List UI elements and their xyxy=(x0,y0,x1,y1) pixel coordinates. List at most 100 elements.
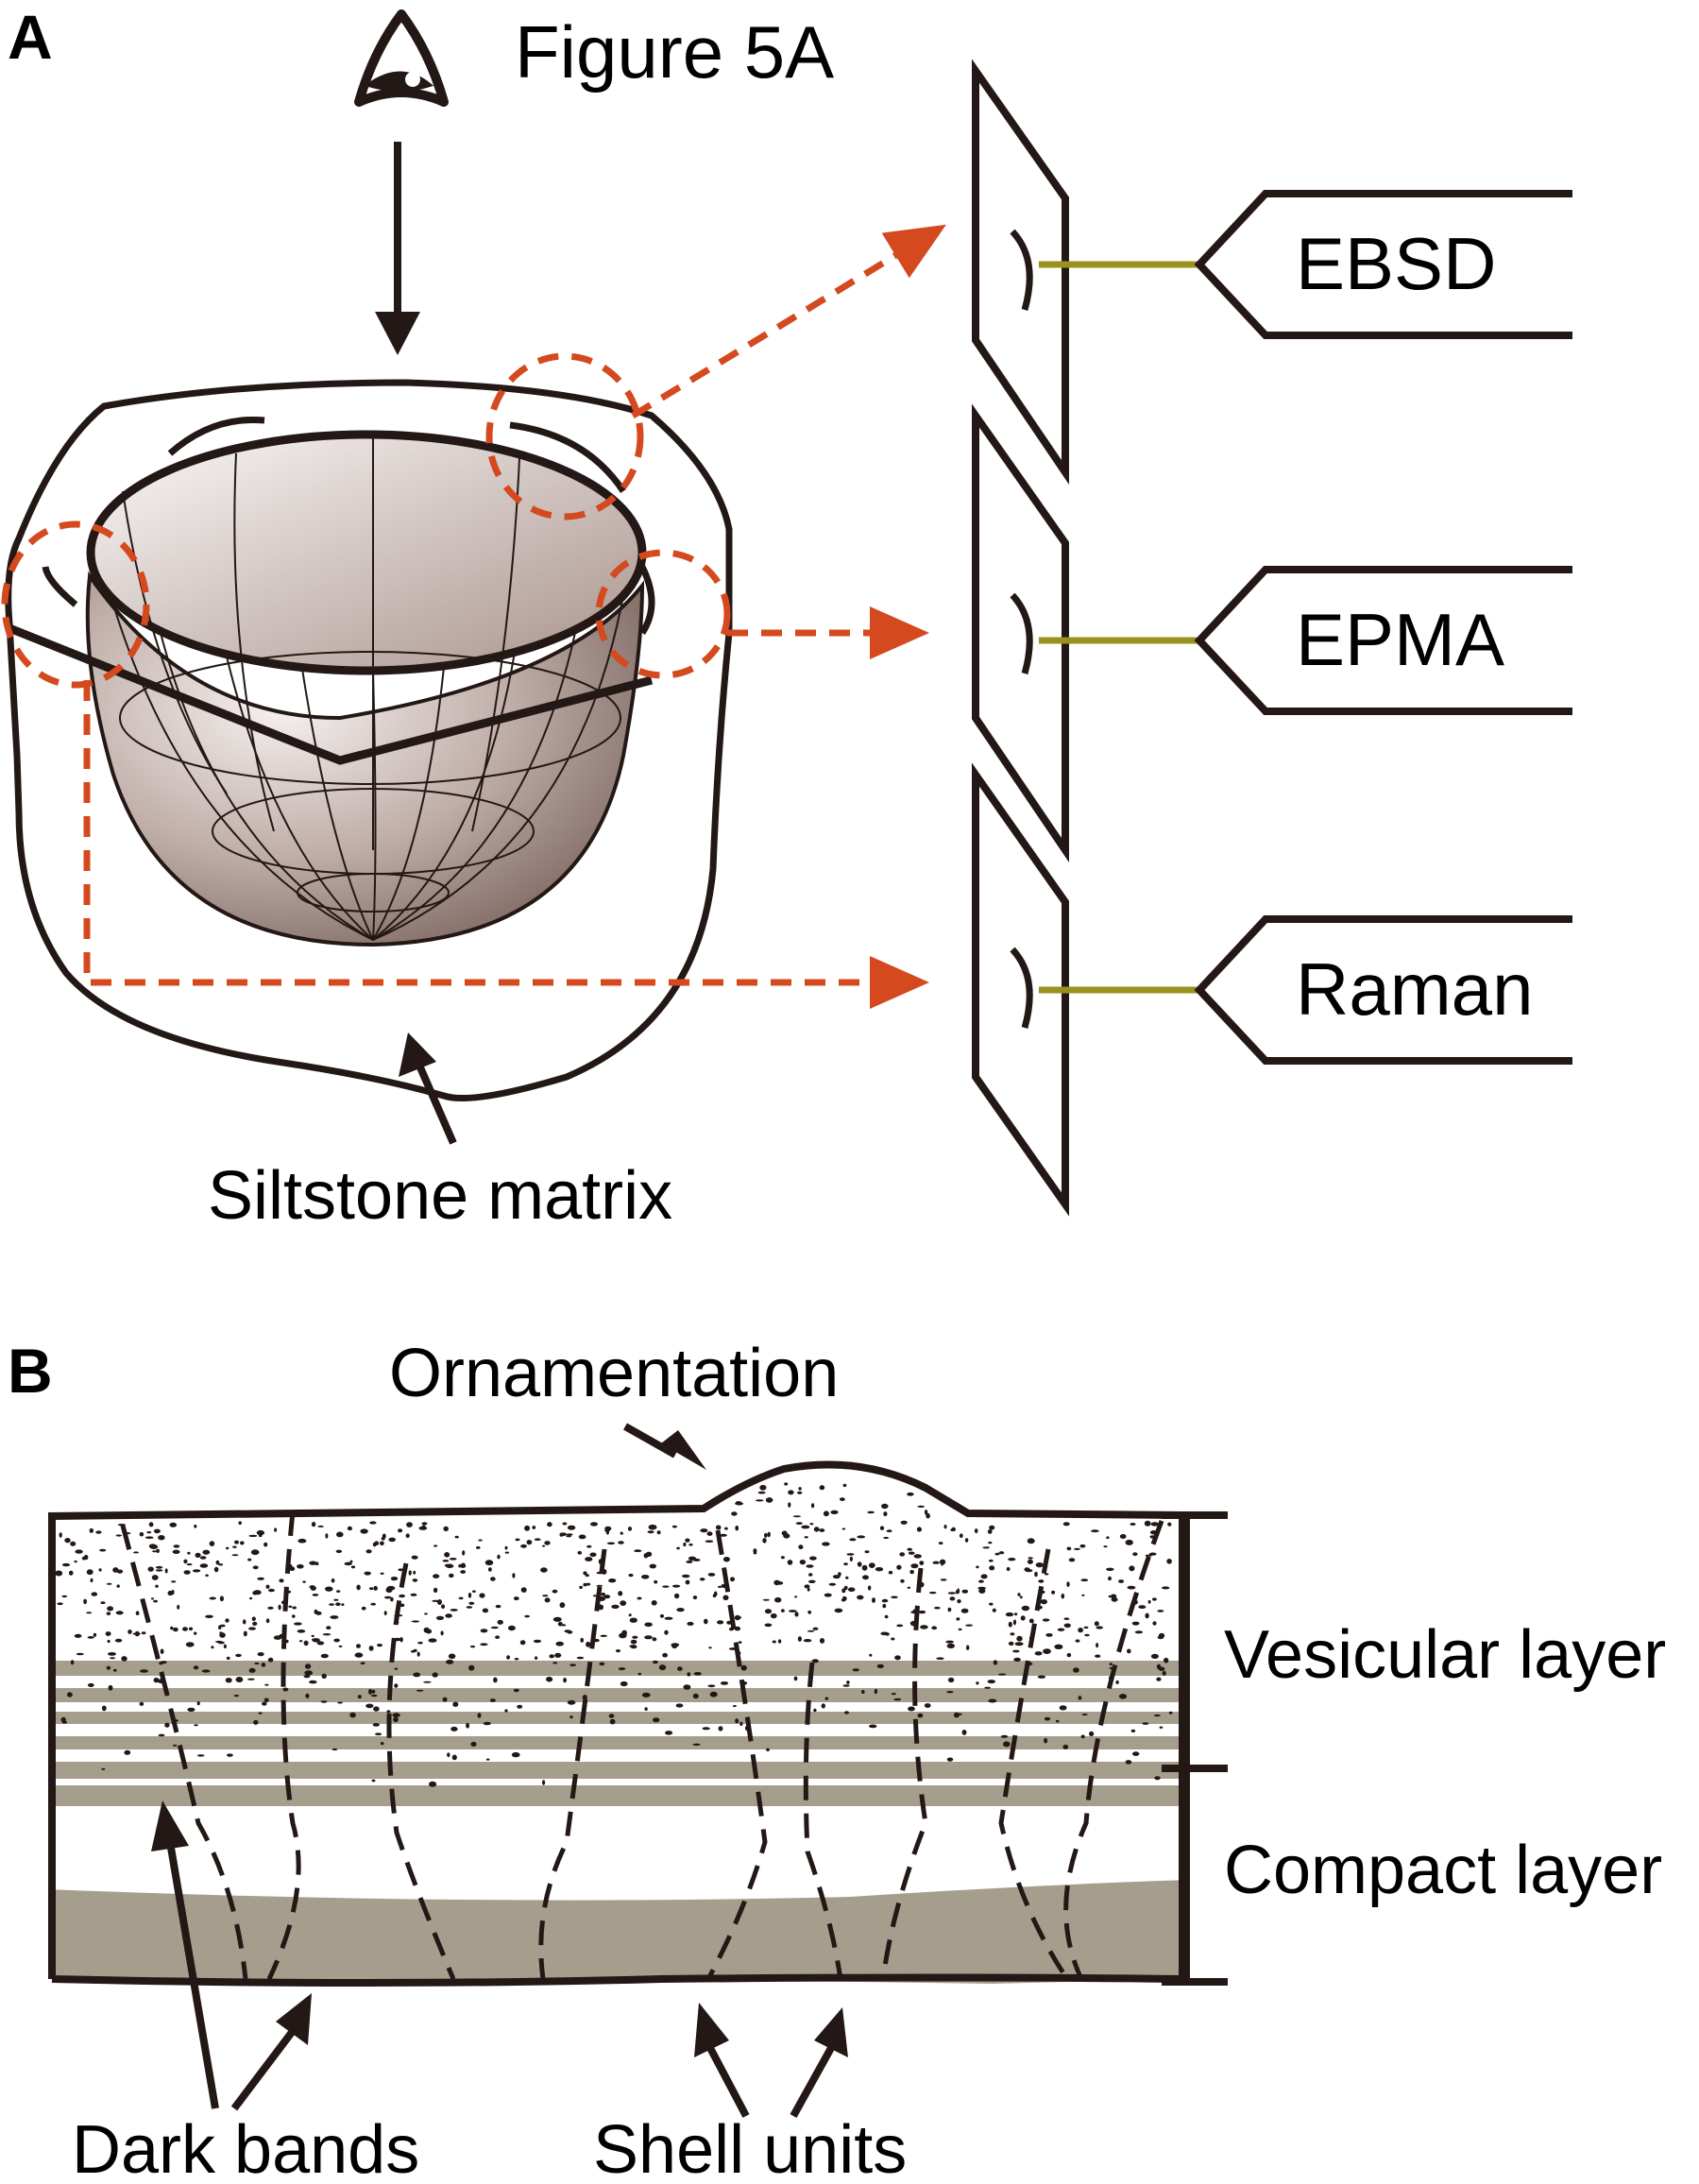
vesicle-dot xyxy=(943,1525,947,1529)
vesicle-dot xyxy=(1095,1654,1101,1658)
vesicle-dot xyxy=(888,1570,893,1575)
vesicle-dot xyxy=(1084,1633,1090,1637)
vesicle-dot xyxy=(264,1683,269,1686)
vesicle-dot xyxy=(279,1578,284,1583)
vesicle-dot xyxy=(1142,1722,1149,1725)
vesicle-dot xyxy=(1059,1705,1067,1711)
vesicle-dot xyxy=(931,1626,938,1630)
vesicle-dot xyxy=(173,1627,178,1632)
vesicle-dot xyxy=(702,1727,710,1731)
vesicle-dot xyxy=(542,1544,546,1547)
vesicle-dot xyxy=(309,1680,317,1684)
vesicle-dot xyxy=(891,1637,895,1641)
vesicle-dot xyxy=(235,1653,242,1658)
vesicle-dot xyxy=(513,1688,519,1693)
vesicle-dot xyxy=(375,1732,382,1736)
vesicle-dot xyxy=(139,1531,144,1537)
vesicle-dot xyxy=(618,1591,623,1596)
vesicle-dot xyxy=(1110,1594,1117,1599)
vesicle-dot xyxy=(344,1561,352,1566)
vesicle-dot xyxy=(675,1703,684,1708)
vesicle-dot xyxy=(808,1573,813,1577)
vesicle-dot xyxy=(934,1606,941,1610)
vesicle-dot xyxy=(242,1619,246,1625)
vesicle-dot xyxy=(1132,1552,1138,1557)
vesicle-dot xyxy=(253,1590,262,1595)
vesicle-dot xyxy=(1132,1751,1140,1756)
vesicle-dot xyxy=(87,1636,94,1639)
vesicle-dot xyxy=(253,1719,259,1725)
vesicle-dot xyxy=(1081,1594,1085,1596)
vesicle-dot xyxy=(1156,1664,1162,1670)
vesicle-dot xyxy=(484,1560,494,1566)
vesicle-dot xyxy=(173,1744,178,1747)
vesicle-dot xyxy=(1134,1630,1144,1634)
vesicle-dot xyxy=(462,1550,466,1556)
vesicle-dot xyxy=(533,1639,542,1644)
vesicle-dot xyxy=(223,1644,227,1648)
vesicle-dot xyxy=(1068,1558,1076,1562)
vesicle-dot xyxy=(798,1487,802,1491)
vesicle-dot xyxy=(978,1588,986,1594)
vesicle-dot xyxy=(467,1592,472,1598)
vesicle-dot xyxy=(676,1546,680,1550)
vesicle-dot xyxy=(421,1522,428,1526)
vesicle-dot xyxy=(152,1550,157,1553)
vesicle-dot xyxy=(683,1684,691,1690)
vesicle-dot xyxy=(373,1585,378,1591)
vesicle-dot xyxy=(254,1662,260,1665)
vesicle-dot xyxy=(803,1639,812,1643)
vesicle-dot xyxy=(766,1748,770,1752)
vesicle-dot xyxy=(233,1695,240,1698)
vesicle-dot xyxy=(576,1656,585,1660)
vesicle-dot xyxy=(1008,1558,1016,1561)
vesicle-dot xyxy=(1012,1649,1020,1653)
vesicle-dot xyxy=(1147,1599,1151,1604)
vesicle-dot xyxy=(100,1601,106,1605)
vesicle-dot xyxy=(335,1602,341,1606)
vesicle-dot xyxy=(813,1527,820,1532)
vesicle-dot xyxy=(288,1605,293,1609)
vesicle-dot xyxy=(1074,1547,1080,1550)
vesicle-dot xyxy=(1005,1612,1014,1617)
vesicle-dot xyxy=(517,1704,523,1709)
vesicle-dot xyxy=(292,1614,296,1618)
vesicle-dot xyxy=(997,1673,1007,1676)
vesicle-dot xyxy=(302,1580,306,1583)
vesicle-dot xyxy=(559,1602,566,1609)
vesicle-dot xyxy=(1061,1593,1065,1599)
vesicle-dot xyxy=(707,1684,716,1688)
vesicle-dot xyxy=(413,1570,416,1575)
vesicle-dot xyxy=(959,1533,963,1538)
vesicle-dot xyxy=(924,1703,931,1708)
vesicle-dot xyxy=(567,1699,576,1705)
vesicle-dot xyxy=(195,1552,201,1558)
vesicle-dot xyxy=(386,1585,396,1591)
vesicle-dot xyxy=(199,1556,207,1560)
vesicle-dot xyxy=(70,1541,76,1546)
vesicle-dot xyxy=(333,1638,340,1643)
vesicle-dot xyxy=(199,1563,209,1568)
vesicle-dot xyxy=(399,1637,403,1643)
vesicle-dot xyxy=(205,1614,213,1619)
connector-lines xyxy=(1039,261,1199,994)
vesicle-dot xyxy=(874,1688,878,1695)
vesicle-dot xyxy=(173,1544,180,1548)
vesicle-dot xyxy=(662,1585,670,1588)
vesicle-dot xyxy=(644,1707,648,1711)
vesicle-dot xyxy=(99,1548,107,1552)
vesicle-dot xyxy=(781,1530,788,1536)
vesicle-dot xyxy=(1154,1776,1161,1781)
vesicle-dot xyxy=(320,1700,328,1703)
vesicle-dot xyxy=(382,1533,386,1539)
vesicle-dot xyxy=(371,1689,376,1694)
vesicle-dot xyxy=(1051,1590,1056,1595)
vesicle-dot xyxy=(891,1693,896,1696)
vesicle-dot xyxy=(627,1527,633,1531)
vesicle-dot xyxy=(700,1528,708,1533)
vesicle-dot xyxy=(552,1616,562,1622)
vesicle-dot xyxy=(380,1742,384,1746)
vesicle-dot xyxy=(940,1578,947,1581)
compact-layer-label: Compact layer xyxy=(1224,1833,1662,1908)
